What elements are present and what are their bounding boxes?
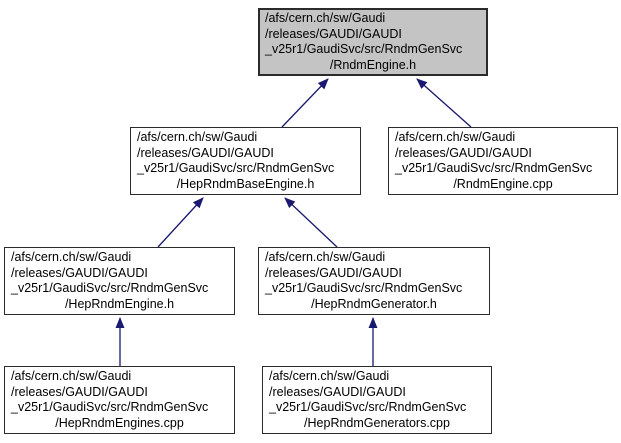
node-path-line: _v25r1/GaudiSvc/src/RndmGenSvc xyxy=(269,400,467,415)
node-path-line: _v25r1/GaudiSvc/src/RndmGenSvc xyxy=(11,400,209,415)
node-path-line: /afs/cern.ch/sw/Gaudi xyxy=(11,369,132,383)
node-filename-line: /HepRndmGenerators.cpp xyxy=(304,415,450,430)
node-path-line: /releases/GAUDI/GAUDI xyxy=(137,145,274,160)
node-path-line: /releases/GAUDI/GAUDI xyxy=(265,26,402,41)
node-path-line: /releases/GAUDI/GAUDI xyxy=(269,384,406,399)
node-path-line: _v25r1/GaudiSvc/src/RndmGenSvc xyxy=(265,281,463,296)
node-path-line: _v25r1/GaudiSvc/src/RndmGenSvc xyxy=(137,161,335,176)
edge-heprndmbaseengine-to-rndmengine-h xyxy=(281,78,329,128)
node-path-line: /afs/cern.ch/sw/Gaudi xyxy=(265,11,386,25)
node-path-line: _v25r1/GaudiSvc/src/RndmGenSvc xyxy=(395,161,593,176)
graph-node-heprndmgenerators-cpp[interactable]: /afs/cern.ch/sw/Gaudi /releases/GAUDI/GA… xyxy=(262,366,492,434)
node-path-line: /afs/cern.ch/sw/Gaudi xyxy=(137,130,258,144)
node-path-line: /releases/GAUDI/GAUDI xyxy=(265,265,402,280)
node-path-line: _v25r1/GaudiSvc/src/RndmGenSvc xyxy=(11,281,209,296)
graph-node-heprndmengine-h[interactable]: /afs/cern.ch/sw/Gaudi /releases/GAUDI/GA… xyxy=(4,247,235,315)
node-filename-line: /HepRndmEngine.h xyxy=(64,296,175,311)
node-path-line: /releases/GAUDI/GAUDI xyxy=(11,384,148,399)
node-path-line: /afs/cern.ch/sw/Gaudi xyxy=(265,250,386,264)
edge-heprndmengine-to-heprndmbaseengine xyxy=(157,197,204,248)
graph-node-rndmengine-cpp[interactable]: /afs/cern.ch/sw/Gaudi /releases/GAUDI/GA… xyxy=(388,127,618,195)
node-path-line: /afs/cern.ch/sw/Gaudi xyxy=(11,250,132,264)
node-path-line: /afs/cern.ch/sw/Gaudi xyxy=(269,369,390,383)
graph-node-rndmengine-h: /afs/cern.ch/sw/Gaudi /releases/GAUDI/GA… xyxy=(258,8,488,76)
graph-node-heprndmengines-cpp[interactable]: /afs/cern.ch/sw/Gaudi /releases/GAUDI/GA… xyxy=(4,366,235,434)
graph-node-heprndmbaseengine-h[interactable]: /afs/cern.ch/sw/Gaudi /releases/GAUDI/GA… xyxy=(130,127,361,195)
edge-heprndmgenerator-to-heprndmbaseengine xyxy=(284,197,338,248)
node-path-line: /releases/GAUDI/GAUDI xyxy=(395,145,532,160)
node-filename-line: /HepRndmBaseEngine.h xyxy=(176,176,315,191)
graph-node-heprndmgenerator-h[interactable]: /afs/cern.ch/sw/Gaudi /releases/GAUDI/GA… xyxy=(258,247,490,315)
node-filename-line: /RndmEngine.h xyxy=(329,57,417,72)
node-path-line: /releases/GAUDI/GAUDI xyxy=(11,265,148,280)
node-filename-line: /HepRndmEngines.cpp xyxy=(55,415,184,430)
node-filename-line: /HepRndmGenerator.h xyxy=(311,296,437,311)
node-path-line: /afs/cern.ch/sw/Gaudi xyxy=(395,130,516,144)
node-path-line: _v25r1/GaudiSvc/src/RndmGenSvc xyxy=(265,42,463,57)
edge-rndmengine-cpp-to-rndmengine-h xyxy=(416,78,472,128)
node-filename-line: /RndmEngine.cpp xyxy=(453,176,553,191)
